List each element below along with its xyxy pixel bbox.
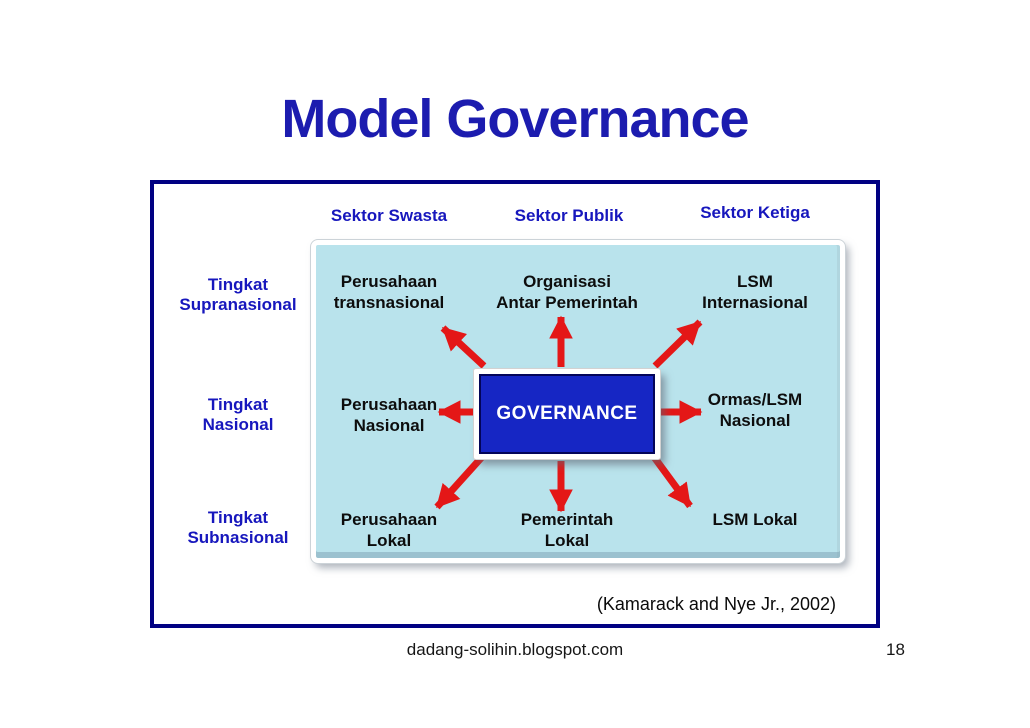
arrow-down-left-icon [434,454,485,510]
governance-label: GOVERNANCE [496,403,638,424]
row-label-tingkat-nasional: Tingkat Nasional [202,395,274,434]
arrow-up-left-icon [440,325,487,369]
cell-perusahaan-nasional: Perusahaan Nasional [340,395,438,435]
row-label-tingkat-subnasional: Tingkat Subnasional [187,508,289,547]
cell-perusahaan-lokal: Perusahaan Lokal [340,510,438,550]
cell-pemerintah-lokal: Pemerintah Lokal [520,510,614,550]
page-number: 18 [886,640,905,659]
row-label-tingkat-supranasional: Tingkat Supranasional [179,275,297,314]
column-header-sektor-publik: Sektor Publik [514,206,624,225]
slide-title: Model Governance [281,89,749,149]
cell-ormas-lsm-nasional: Ormas/LSM Nasional [707,390,803,430]
cell-perusahaan-transnasional: Perusahaan transnasional [333,272,445,312]
footer-site-text: dadang-solihin.blogspot.com [406,640,624,659]
cell-lsm-lokal: LSM Lokal [712,510,798,529]
column-header-sektor-swasta: Sektor Swasta [330,206,448,225]
governance-radial-arrows [434,315,703,513]
cell-lsm-internasional: LSM Internasional [702,272,808,312]
arrow-up-right-icon [652,319,703,369]
citation: (Kamarack and Nye Jr., 2002) [596,594,836,614]
governance-box: GOVERNANCE [474,369,660,459]
cell-organisasi-antar-pemerintah: Organisasi Antar Pemerintah [496,272,638,312]
arrow-down-right-icon [651,454,693,509]
column-header-sektor-ketiga: Sektor Ketiga [700,203,810,222]
